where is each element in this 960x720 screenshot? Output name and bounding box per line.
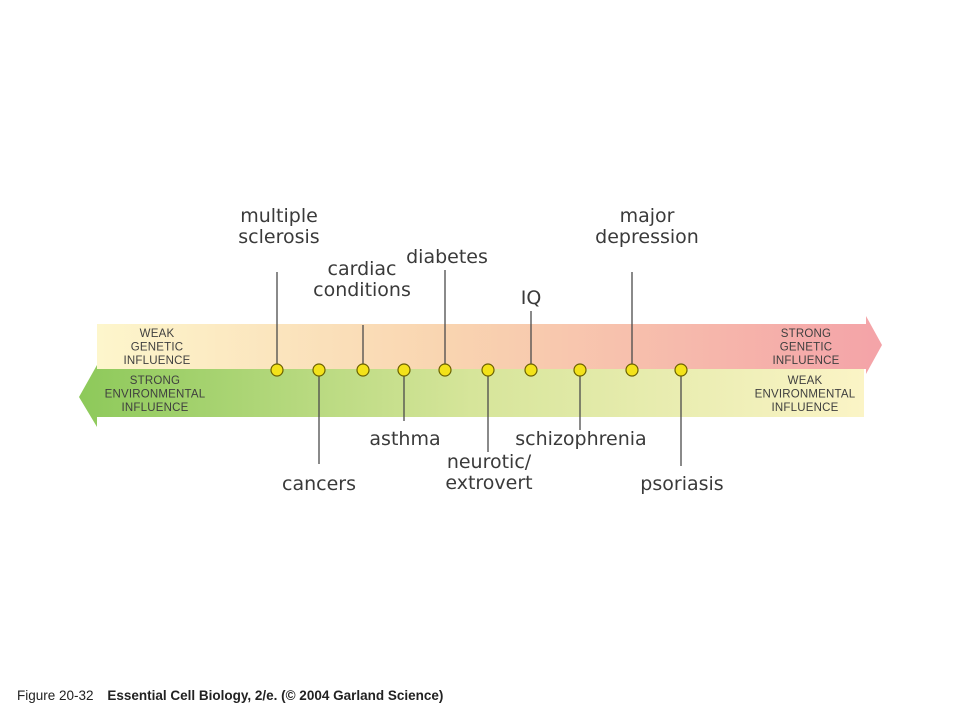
strong-genetic-label: INFLUENCE [773, 355, 840, 367]
multiple-sclerosis-label: sclerosis [238, 226, 319, 248]
environmental-influence-arrow [79, 365, 864, 427]
genetic-influence-arrow [97, 316, 882, 374]
major-depression-label: depression [595, 226, 699, 248]
figure-source: Essential Cell Biology, 2/e. (© 2004 Gar… [107, 688, 444, 703]
cardiac-conditions-dot [356, 363, 370, 377]
strong-environmental-label: STRONG [130, 375, 180, 387]
weak-environmental-label: ENVIRONMENTAL [755, 389, 856, 401]
weak-environmental-label: INFLUENCE [772, 402, 839, 414]
cardiac-conditions-label: cardiac [328, 258, 397, 280]
cancers-dot [312, 363, 326, 377]
diabetes-dot [438, 363, 452, 377]
strong-genetic-label: STRONG [781, 328, 831, 340]
figure-number: Figure 20-32 [17, 688, 94, 703]
psoriasis-dot [674, 363, 688, 377]
neurotic-extrovert-label: extrovert [445, 472, 532, 494]
multiple-sclerosis-label: multiple [240, 205, 318, 227]
cancers-label: cancers [282, 473, 356, 495]
strong-environmental-label: ENVIRONMENTAL [105, 389, 206, 401]
iq-label: IQ [521, 287, 542, 309]
weak-genetic-label: GENETIC [131, 342, 184, 354]
neurotic-extrovert-dot [481, 363, 495, 377]
cardiac-conditions-label: conditions [313, 279, 411, 301]
asthma-dot [397, 363, 411, 377]
iq-dot [524, 363, 538, 377]
multiple-sclerosis-dot [270, 363, 284, 377]
figure-caption: Figure 20-32 Essential Cell Biology, 2/e… [17, 688, 443, 703]
neurotic-extrovert-label: neurotic/ [447, 451, 532, 473]
strong-environmental-label: INFLUENCE [122, 402, 189, 414]
major-depression-label: major [620, 205, 675, 227]
psoriasis-label: psoriasis [640, 473, 723, 495]
major-depression-dot [625, 363, 639, 377]
diabetes-label: diabetes [406, 246, 488, 268]
weak-genetic-label: WEAK [140, 328, 175, 340]
asthma-label: asthma [369, 428, 440, 450]
weak-genetic-label: INFLUENCE [124, 355, 191, 367]
schizophrenia-dot [573, 363, 587, 377]
weak-environmental-label: WEAK [788, 375, 823, 387]
schizophrenia-label: schizophrenia [515, 428, 646, 450]
strong-genetic-label: GENETIC [780, 342, 833, 354]
